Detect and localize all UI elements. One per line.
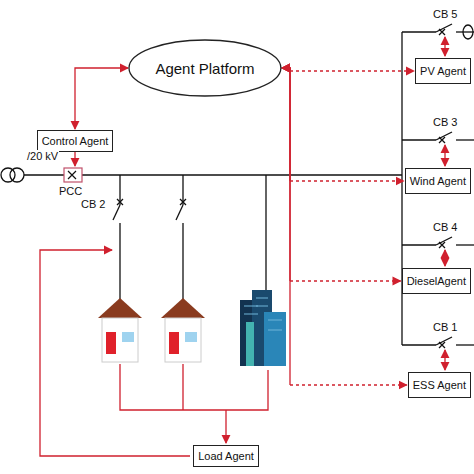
node-text: PV Agent (420, 65, 466, 77)
agent-box: DieselAgent (402, 268, 471, 294)
load-agent-box: Load Agent (193, 445, 259, 467)
control-agent-box: Control Agent (37, 130, 114, 152)
voltage-label: /20 kV (26, 150, 59, 162)
agent-box: PV Agent (415, 58, 471, 84)
breaker-label: CB 1 (432, 321, 458, 333)
node-text: ESS Agent (413, 379, 466, 391)
breaker-label: CB 3 (432, 116, 458, 128)
breaker-label: CB 5 (432, 8, 458, 20)
agent-link (282, 68, 404, 181)
agent-link (75, 68, 128, 129)
pcc-label: PCC (58, 185, 83, 197)
platform-ellipse: Agent Platform (128, 39, 282, 97)
node-text: Control Agent (42, 135, 109, 147)
node-text: Load Agent (198, 450, 254, 462)
agent-box: Wind Agent (405, 168, 471, 194)
building (240, 290, 286, 366)
load-signal-lines (40, 37, 445, 456)
breaker-label: CB 4 (432, 221, 458, 233)
pcc-switch (64, 168, 82, 182)
agent-link (282, 68, 407, 385)
agent-box: ESS Agent (408, 372, 471, 398)
node-text: Wind Agent (410, 175, 466, 187)
agent-link (282, 68, 401, 281)
agent-link (282, 68, 414, 71)
breaker-label: CB 2 (80, 198, 106, 210)
node-text: Agent Platform (155, 60, 254, 77)
houses (98, 298, 205, 362)
node-text: DieselAgent (407, 275, 466, 287)
power-wiring (1, 24, 474, 348)
